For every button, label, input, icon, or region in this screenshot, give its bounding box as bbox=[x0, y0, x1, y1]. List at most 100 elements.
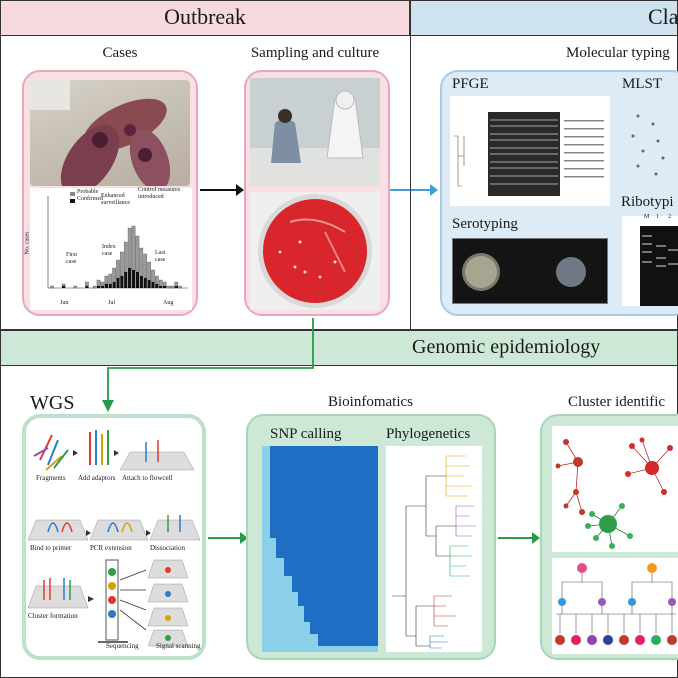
mlst-title: MLST bbox=[622, 76, 663, 92]
pfge-gel-image bbox=[454, 112, 604, 196]
outbreak-header bbox=[0, 0, 410, 36]
step-cluster: Cluster formation bbox=[28, 612, 78, 620]
bar-probable bbox=[112, 267, 116, 283]
bar-probable bbox=[158, 279, 163, 287]
pfge-title: PFGE bbox=[452, 76, 489, 92]
phylo-title: Phylogenetics bbox=[386, 426, 471, 442]
bar-probable bbox=[139, 247, 144, 277]
arrow-wgs-to-bioinfo bbox=[208, 532, 248, 544]
arrow-sampling-to-wgs bbox=[102, 318, 314, 412]
bar-confirmed bbox=[155, 284, 159, 288]
step-sequencing: Sequencing bbox=[106, 642, 139, 650]
annot-last-case: Last case bbox=[155, 250, 166, 263]
bar-probable bbox=[73, 285, 78, 289]
snp-title: SNP calling bbox=[270, 426, 342, 442]
ribo-lane-2: 2 bbox=[668, 214, 671, 220]
month-jul: Jul bbox=[108, 300, 116, 306]
annot-control: Control measures introduced bbox=[138, 187, 181, 200]
bar-confirmed bbox=[135, 272, 140, 288]
bar-confirmed bbox=[128, 268, 132, 288]
bar-probable bbox=[131, 225, 136, 271]
clinicians-sampling-image bbox=[250, 78, 380, 186]
legend-probable-swatch bbox=[70, 192, 75, 196]
serotyping-title: Serotyping bbox=[452, 216, 518, 232]
mlst-figure bbox=[618, 96, 678, 186]
bar-confirmed bbox=[147, 280, 151, 288]
bar-confirmed bbox=[104, 284, 108, 288]
bar-probable bbox=[166, 285, 171, 289]
bar-probable bbox=[96, 279, 101, 287]
step-signal: Signal scanning bbox=[156, 642, 201, 650]
blood-agar-plate-image bbox=[258, 194, 372, 308]
arrow-cases-to-sampling bbox=[200, 184, 244, 196]
bar-probable bbox=[143, 253, 147, 279]
wgs-title: WGS bbox=[30, 392, 75, 414]
serotyping-wells-image bbox=[462, 253, 586, 291]
bar-probable bbox=[61, 283, 66, 287]
bar-confirmed bbox=[131, 270, 136, 288]
bar-probable bbox=[162, 281, 167, 287]
bar-confirmed bbox=[85, 286, 89, 288]
bar-confirmed bbox=[100, 286, 105, 288]
bar-probable bbox=[100, 281, 105, 287]
y-axis-label: No. cases bbox=[24, 231, 31, 255]
bar-confirmed bbox=[139, 276, 143, 288]
bar-confirmed bbox=[162, 286, 167, 288]
bar-probable bbox=[127, 227, 132, 269]
bar-probable bbox=[155, 275, 159, 285]
bar-probable bbox=[135, 235, 140, 273]
ribo-lane-m: M bbox=[644, 214, 650, 220]
bar-probable bbox=[178, 285, 182, 289]
annot-enhanced: Enhanced surveillance bbox=[101, 193, 130, 206]
cluster-network bbox=[552, 426, 678, 552]
bar-confirmed bbox=[151, 282, 155, 288]
bar-probable bbox=[92, 285, 97, 289]
genomic-title: Genomic epidemiology bbox=[412, 336, 601, 358]
snp-heatmap bbox=[262, 446, 378, 646]
cluster-hierarchy bbox=[552, 558, 678, 654]
bar-confirmed bbox=[96, 286, 101, 288]
transmission-hierarchy bbox=[555, 563, 677, 645]
ribotyping-gel-image bbox=[640, 226, 678, 306]
bar-confirmed bbox=[61, 286, 66, 288]
serotyping-figure bbox=[452, 238, 608, 304]
mlst-tree-image bbox=[631, 114, 665, 176]
bar-confirmed bbox=[124, 272, 128, 288]
bar-probable bbox=[108, 273, 113, 285]
legend-confirmed-swatch bbox=[70, 199, 75, 203]
step-adaptors: Add adaptors bbox=[78, 474, 116, 482]
annot-index-case: Index case bbox=[102, 244, 116, 257]
phylogenetic-tree bbox=[392, 455, 476, 649]
phylo-tree bbox=[386, 446, 482, 652]
bar-confirmed bbox=[116, 278, 120, 288]
bar-probable bbox=[170, 285, 175, 289]
bioinformatics-title: Bioinfomatics bbox=[328, 394, 413, 410]
classical-header bbox=[410, 0, 678, 36]
epi-curve-chart bbox=[47, 192, 188, 289]
arrow-bioinfo-to-cluster bbox=[498, 532, 540, 544]
bar-probable bbox=[50, 285, 54, 289]
molecular-typing-title: Molecular typing bbox=[566, 45, 670, 61]
ribotyping-title: Ribotypi bbox=[621, 194, 674, 210]
cases-title: Cases bbox=[102, 45, 138, 61]
bar-confirmed bbox=[120, 276, 124, 288]
cluster-title: Cluster identific bbox=[568, 394, 666, 410]
epi-curve bbox=[30, 188, 192, 310]
bar-probable bbox=[174, 281, 179, 287]
bar-confirmed bbox=[112, 282, 116, 288]
petri-dish bbox=[250, 192, 380, 310]
classical-title: Cla bbox=[648, 4, 678, 29]
bar-probable bbox=[123, 241, 128, 273]
step-flowcell: Attach to flowcell bbox=[122, 474, 173, 482]
bar-probable bbox=[116, 259, 120, 279]
bar-confirmed bbox=[143, 278, 147, 288]
cases-photo bbox=[30, 80, 190, 186]
step-fragments: Fragments bbox=[36, 474, 66, 482]
genomic-header bbox=[0, 330, 678, 366]
outbreak-title: Outbreak bbox=[164, 4, 246, 29]
legend-confirmed-label: Confirmed bbox=[77, 196, 103, 202]
snp-matrix bbox=[262, 446, 378, 652]
minimum-spanning-tree bbox=[555, 437, 673, 549]
legend-probable-label: Probable bbox=[77, 189, 99, 195]
step-pcr: PCR extension bbox=[90, 544, 132, 552]
